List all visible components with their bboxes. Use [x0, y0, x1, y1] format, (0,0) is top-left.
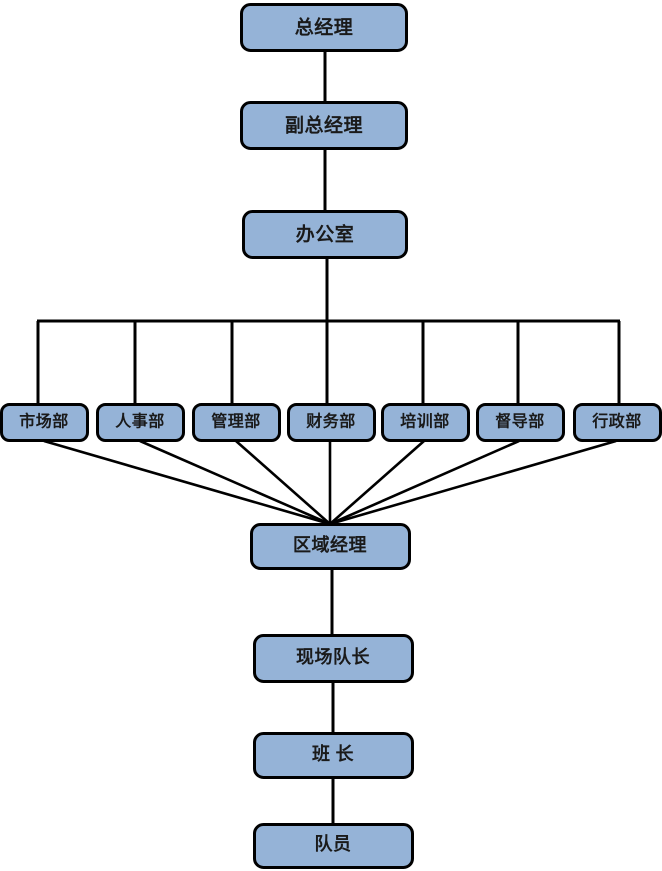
node-supervision-department-box[interactable]: [476, 403, 565, 442]
node-administration-department-box[interactable]: [573, 403, 662, 442]
node-management-department[interactable]: 管理部: [192, 403, 281, 442]
node-site-captain[interactable]: 现场队长: [253, 634, 414, 683]
node-deputy-general-manager-label: 副总经理: [285, 113, 363, 136]
node-office-box[interactable]: [242, 210, 408, 259]
node-regional-manager-label: 区域经理: [293, 534, 367, 555]
node-site-captain-box[interactable]: [253, 634, 414, 683]
node-general-manager-label: 总经理: [295, 15, 354, 38]
edge-training-to-regional: [329, 440, 425, 525]
node-squad-leader[interactable]: 班 长: [253, 732, 414, 779]
node-training-department-box[interactable]: [381, 403, 470, 442]
edge-management-to-regional: [235, 440, 331, 525]
node-marketing-department-label: 市场部: [19, 412, 69, 431]
node-finance-department-label: 财务部: [305, 412, 356, 431]
node-personnel-department[interactable]: 人事部: [96, 403, 185, 442]
edge-personnel-to-regional: [139, 439, 331, 526]
node-management-department-box[interactable]: [192, 403, 281, 442]
node-team-member-box[interactable]: [253, 823, 414, 869]
node-regional-manager[interactable]: 区域经理: [250, 523, 411, 570]
node-training-department[interactable]: 培训部: [381, 403, 470, 442]
node-team-member-label: 队员: [315, 833, 352, 854]
node-squad-leader-label: 班 长: [312, 744, 354, 764]
node-marketing-department[interactable]: 市场部: [0, 403, 89, 442]
node-regional-manager-box[interactable]: [250, 523, 411, 570]
node-office-label: 办公室: [296, 222, 355, 245]
node-squad-leader-box[interactable]: [253, 732, 414, 779]
node-marketing-department-box[interactable]: [0, 403, 89, 442]
node-training-department-label: 培训部: [400, 412, 450, 431]
node-personnel-department-box[interactable]: [96, 403, 185, 442]
node-site-captain-label: 现场队长: [296, 646, 370, 667]
node-finance-department[interactable]: 财务部: [287, 403, 376, 442]
node-office[interactable]: 办公室: [242, 210, 408, 259]
node-general-manager-box[interactable]: [240, 3, 408, 52]
node-supervision-department[interactable]: 督导部: [476, 403, 565, 442]
node-deputy-general-manager-box[interactable]: [240, 101, 408, 150]
node-deputy-general-manager[interactable]: 副总经理: [240, 101, 408, 150]
node-personnel-department-label: 人事部: [115, 412, 165, 431]
node-supervision-department-label: 督导部: [495, 412, 545, 431]
node-team-member[interactable]: 队员: [253, 823, 414, 869]
node-management-department-label: 管理部: [211, 412, 261, 431]
connector-group: [36, 52, 621, 824]
node-administration-department[interactable]: 行政部: [573, 403, 662, 442]
edge-administration-to-regional: [329, 439, 617, 526]
node-finance-department-box[interactable]: [287, 403, 376, 442]
edge-supervision-to-regional: [329, 439, 520, 526]
node-administration-department-label: 行政部: [591, 412, 642, 431]
node-general-manager[interactable]: 总经理: [240, 3, 408, 52]
edge-marketing-to-regional: [43, 439, 331, 526]
